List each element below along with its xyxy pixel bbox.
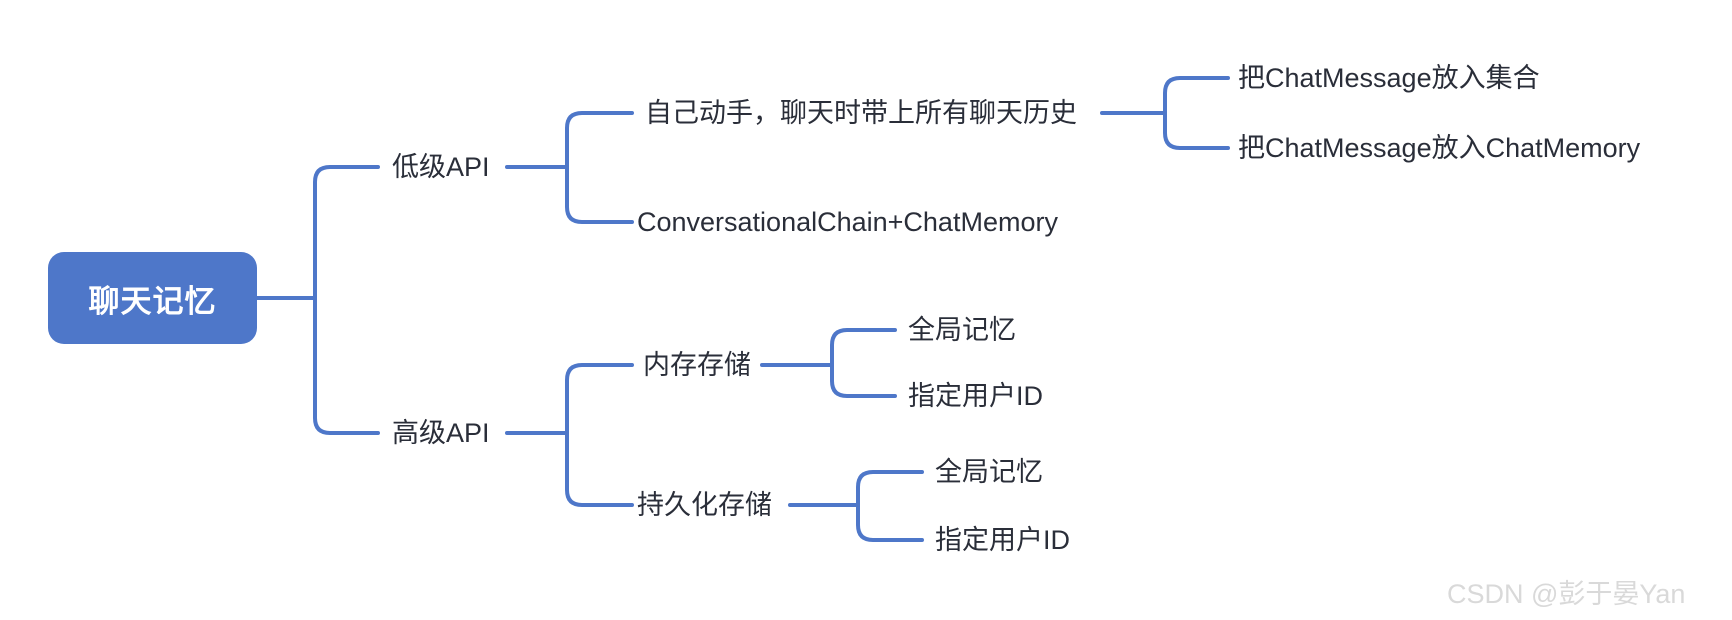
connector-trunk-level1 bbox=[313, 165, 380, 435]
node-diy-history[interactable]: 自己动手，聊天时带上所有聊天历史 bbox=[645, 98, 1077, 128]
node-conversational-chain[interactable]: ConversationalChain+ChatMemory bbox=[637, 207, 1058, 237]
connector-trunk-lowapi-children bbox=[565, 111, 634, 224]
connector-trunk-memstorage-children bbox=[830, 328, 897, 398]
node-root-label: 聊天记忆 bbox=[88, 283, 217, 319]
node-high-api[interactable]: 高级API bbox=[392, 418, 490, 448]
node-persistent-user-id[interactable]: 指定用户ID bbox=[935, 525, 1070, 555]
csdn-watermark: CSDN @彭于晏Yan bbox=[1447, 579, 1686, 609]
connector-trunk-highapi-children bbox=[565, 363, 634, 507]
node-low-api[interactable]: 低级API bbox=[392, 152, 490, 182]
node-memory-global[interactable]: 全局记忆 bbox=[908, 315, 1016, 345]
node-persistent-global[interactable]: 全局记忆 bbox=[935, 457, 1043, 487]
connector-trunk-persist-children bbox=[856, 470, 924, 542]
node-persistent-storage[interactable]: 持久化存储 bbox=[637, 490, 772, 520]
node-root[interactable]: 聊天记忆 bbox=[48, 252, 257, 344]
connector-trunk-diy-children bbox=[1163, 76, 1230, 150]
node-memory-user-id[interactable]: 指定用户ID bbox=[908, 381, 1043, 411]
node-memory-storage[interactable]: 内存存储 bbox=[643, 350, 751, 380]
node-put-chatmessage-collection[interactable]: 把ChatMessage放入集合 bbox=[1238, 63, 1540, 93]
node-put-chatmessage-chatmemory[interactable]: 把ChatMessage放入ChatMemory bbox=[1238, 133, 1641, 163]
